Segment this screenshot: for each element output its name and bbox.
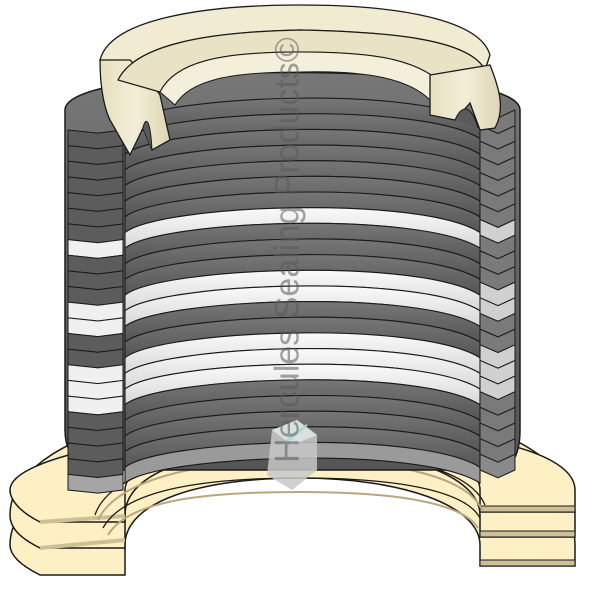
chevron-left-segment (67, 411, 124, 432)
chevron-left-segment (67, 207, 124, 228)
chevron-left-segment (67, 379, 124, 400)
chevron-left-segment (67, 129, 124, 150)
right-chevron-profile (479, 109, 516, 479)
chevron-left-segment (67, 192, 124, 212)
chevron-left-segment (67, 223, 124, 244)
chevron-left-segment (67, 473, 124, 494)
top-adapter-ring (99, 4, 502, 157)
chevron-left-segment (67, 395, 124, 416)
chevron-left-segment (67, 254, 124, 275)
chevron-left-segment (67, 458, 124, 478)
chevron-left-segment (67, 285, 124, 306)
chevron-left-segment (67, 364, 124, 385)
chevron-left-segment (67, 160, 124, 181)
left-chevron-profile (67, 129, 124, 494)
chevron-left-segment (67, 176, 124, 197)
chevron-left-segment (67, 348, 124, 369)
chevron-left-segment (67, 238, 124, 259)
chevron-left-segment (67, 332, 124, 353)
chevron-left-segment (67, 270, 124, 291)
chevron-left-segment (67, 317, 124, 338)
chevron-left-segment (67, 442, 124, 463)
ring-band (124, 441, 481, 485)
chevron-right-segment (479, 453, 516, 479)
chevron-left-segment (67, 426, 124, 447)
chevron-left-segment (67, 145, 124, 165)
ring-bands (124, 97, 481, 485)
chevron-left-segment (67, 301, 124, 322)
